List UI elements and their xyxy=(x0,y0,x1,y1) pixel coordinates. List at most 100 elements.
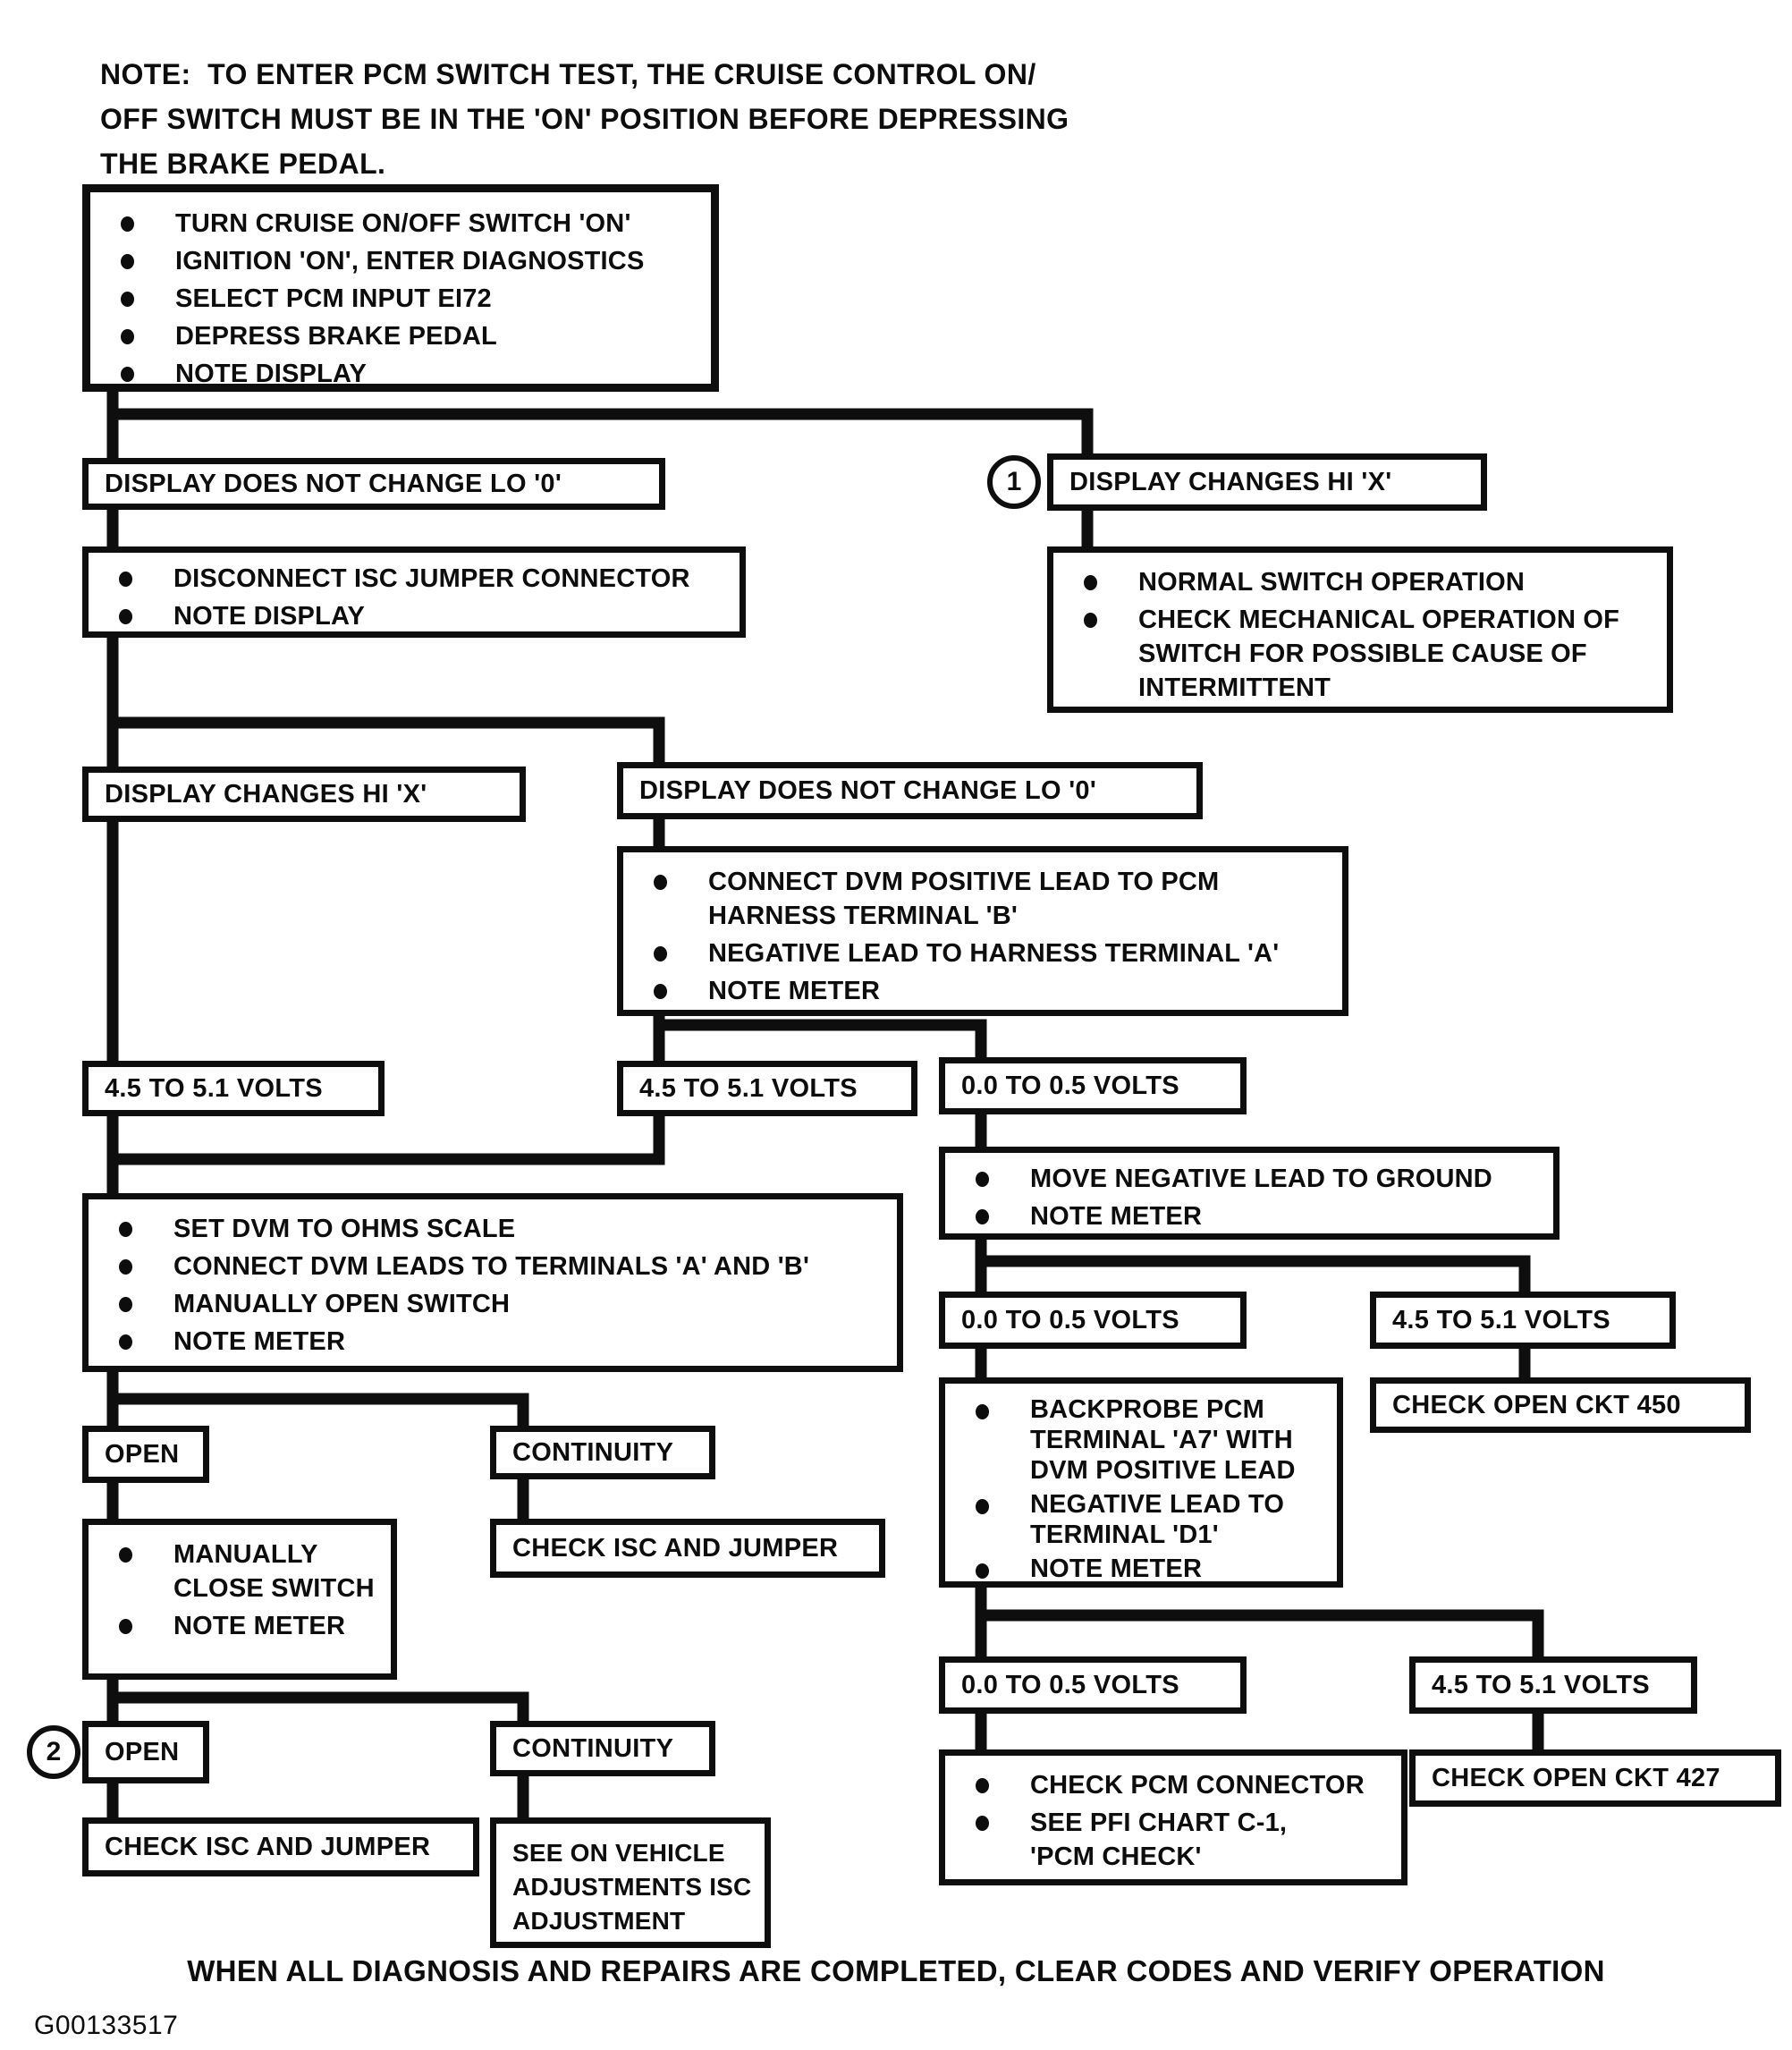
bullet-item: BACKPROBE PCM TERMINAL 'A7' WITH DVM POS… xyxy=(970,1394,1328,1486)
bullet-text: NORMAL SWITCH OPERATION xyxy=(1138,568,1526,597)
node-manually-close: MANUALLY CLOSE SWITCH NOTE METER xyxy=(82,1519,397,1680)
node-label: 0.0 TO 0.5 VOLTS xyxy=(961,1305,1179,1334)
bullet-text: BACKPROBE PCM TERMINAL 'A7' WITH DVM POS… xyxy=(1030,1395,1296,1485)
bullet-item: NOTE METER xyxy=(114,1325,888,1359)
bullet-icon xyxy=(976,1172,989,1187)
node-volts-low-3: 0.0 TO 0.5 VOLTS xyxy=(939,1656,1247,1714)
bullet-icon xyxy=(119,1297,132,1312)
node-volts-high-mid: 4.5 TO 5.1 VOLTS xyxy=(617,1061,917,1116)
node-display-changes-1: DISPLAY CHANGES HI 'X' xyxy=(1047,453,1487,511)
bullet-text: CHECK PCM CONNECTOR xyxy=(1030,1771,1365,1800)
node-label: DISPLAY DOES NOT CHANGE LO '0' xyxy=(639,775,1097,805)
node-set-dvm-ohms: SET DVM TO OHMS SCALE CONNECT DVM LEADS … xyxy=(82,1193,903,1372)
bullet-text: DISCONNECT ISC JUMPER CONNECTOR xyxy=(173,564,690,593)
bullet-text: MANUALLY OPEN SWITCH xyxy=(173,1290,511,1318)
figure-code: G00133517 xyxy=(34,2011,179,2040)
bullet-icon xyxy=(654,984,667,999)
bullet-item: NORMAL SWITCH OPERATION xyxy=(1078,565,1658,599)
node-volts-high-right-1: 4.5 TO 5.1 VOLTS xyxy=(1370,1292,1676,1349)
callout-2: 2 xyxy=(27,1725,80,1779)
node-check-isc-jumper-2: CHECK ISC AND JUMPER xyxy=(82,1817,479,1876)
footer-instruction: WHEN ALL DIAGNOSIS AND REPAIRS ARE COMPL… xyxy=(187,1954,1605,1987)
node-label: 4.5 TO 5.1 VOLTS xyxy=(1392,1305,1610,1334)
bullet-text: SELECT PCM INPUT EI72 xyxy=(175,284,492,313)
bullet-item: MOVE NEGATIVE LEAD TO GROUND xyxy=(970,1162,1544,1196)
node-label: 0.0 TO 0.5 VOLTS xyxy=(961,1670,1179,1699)
bullet-text: CONNECT DVM LEADS TO TERMINALS 'A' AND '… xyxy=(173,1252,810,1281)
node-normal-switch-operation: NORMAL SWITCH OPERATION CHECK MECHANICAL… xyxy=(1047,546,1673,713)
node-label: DISPLAY CHANGES HI 'X' xyxy=(105,779,427,809)
bullet-item: CONNECT DVM POSITIVE LEAD TO PCM HARNESS… xyxy=(648,865,1333,933)
node-start-steps: TURN CRUISE ON/OFF SWITCH 'ON' IGNITION … xyxy=(82,184,719,392)
node-label: 4.5 TO 5.1 VOLTS xyxy=(105,1073,323,1103)
bullet-text: MOVE NEGATIVE LEAD TO GROUND xyxy=(1030,1165,1492,1193)
bullet-icon xyxy=(976,1499,989,1514)
bullet-icon xyxy=(654,875,667,890)
bullet-item: MANUALLY OPEN SWITCH xyxy=(114,1287,888,1321)
bullet-item: NOTE DISPLAY xyxy=(114,599,731,633)
bullet-icon xyxy=(654,946,667,961)
bullet-text: NOTE METER xyxy=(173,1612,346,1640)
bullet-text: IGNITION 'ON', ENTER DIAGNOSTICS xyxy=(175,247,645,275)
bullet-icon xyxy=(1084,613,1097,628)
node-label: 4.5 TO 5.1 VOLTS xyxy=(1432,1670,1650,1699)
bullet-text: DEPRESS BRAKE PEDAL xyxy=(175,322,497,351)
node-label: SEE ON VEHICLE ADJUSTMENTS ISC ADJUSTMEN… xyxy=(512,1839,752,1935)
bullet-item: DEPRESS BRAKE PEDAL xyxy=(115,319,702,353)
bullet-text: NOTE METER xyxy=(1030,1554,1203,1583)
bullet-icon xyxy=(121,329,134,344)
bullet-icon xyxy=(119,1619,132,1634)
bullet-text: NOTE METER xyxy=(173,1327,346,1356)
node-label: DISPLAY CHANGES HI 'X' xyxy=(1069,467,1392,496)
bullet-text: NEGATIVE LEAD TO HARNESS TERMINAL 'A' xyxy=(708,939,1280,968)
bullet-icon xyxy=(119,1334,132,1350)
bullet-item: SELECT PCM INPUT EI72 xyxy=(115,282,702,316)
bullet-icon xyxy=(1084,575,1097,590)
bullet-text: MANUALLY CLOSE SWITCH xyxy=(173,1540,375,1603)
bullet-icon xyxy=(119,1222,132,1237)
node-open-1: OPEN xyxy=(82,1426,209,1483)
node-label: CONTINUITY xyxy=(512,1437,674,1467)
bullet-icon xyxy=(119,1259,132,1275)
node-continuity-2: CONTINUITY xyxy=(490,1721,715,1776)
node-label: OPEN xyxy=(105,1439,180,1469)
node-open-2: OPEN xyxy=(82,1721,209,1783)
bullet-icon xyxy=(976,1209,989,1224)
bullet-item: SEE PFI CHART C-1, 'PCM CHECK' xyxy=(970,1806,1392,1874)
bullet-item: IGNITION 'ON', ENTER DIAGNOSTICS xyxy=(115,244,702,278)
node-volts-high-right-2: 4.5 TO 5.1 VOLTS xyxy=(1409,1656,1697,1714)
bullet-item: NOTE METER xyxy=(114,1609,382,1643)
bullet-text: NOTE DISPLAY xyxy=(175,360,368,388)
node-display-no-change-2: DISPLAY DOES NOT CHANGE LO '0' xyxy=(617,762,1203,819)
bullet-icon xyxy=(121,216,134,232)
node-label: 4.5 TO 5.1 VOLTS xyxy=(639,1073,858,1103)
node-volts-low-1: 0.0 TO 0.5 VOLTS xyxy=(939,1057,1247,1114)
node-display-changes-2: DISPLAY CHANGES HI 'X' xyxy=(82,767,526,822)
node-see-adjustments: SEE ON VEHICLE ADJUSTMENTS ISC ADJUSTMEN… xyxy=(490,1817,771,1948)
bullet-item: NOTE DISPLAY xyxy=(115,357,702,391)
note-line-1-text: TO ENTER PCM SWITCH TEST, THE CRUISE CON… xyxy=(207,58,1036,90)
note-text: NOTE: TO ENTER PCM SWITCH TEST, THE CRUI… xyxy=(100,52,1069,186)
bullet-icon xyxy=(119,572,132,587)
bullet-item: SET DVM TO OHMS SCALE xyxy=(114,1212,888,1246)
bullet-text: NEGATIVE LEAD TO TERMINAL 'D1' xyxy=(1030,1490,1285,1549)
bullet-item: DISCONNECT ISC JUMPER CONNECTOR xyxy=(114,562,731,596)
node-volts-low-2: 0.0 TO 0.5 VOLTS xyxy=(939,1292,1247,1349)
node-move-negative-lead: MOVE NEGATIVE LEAD TO GROUND NOTE METER xyxy=(939,1147,1560,1240)
node-display-no-change-1: DISPLAY DOES NOT CHANGE LO '0' xyxy=(82,458,665,510)
bullet-item: NEGATIVE LEAD TO HARNESS TERMINAL 'A' xyxy=(648,936,1333,970)
bullet-text: NOTE METER xyxy=(1030,1202,1203,1231)
node-continuity-1: CONTINUITY xyxy=(490,1426,715,1479)
node-label: 0.0 TO 0.5 VOLTS xyxy=(961,1071,1179,1100)
bullet-icon xyxy=(119,609,132,624)
node-disconnect-isc: DISCONNECT ISC JUMPER CONNECTOR NOTE DIS… xyxy=(82,546,746,638)
note-line-2: OFF SWITCH MUST BE IN THE 'ON' POSITION … xyxy=(100,103,1069,135)
bullet-icon xyxy=(119,1547,132,1563)
node-volts-high-left: 4.5 TO 5.1 VOLTS xyxy=(82,1061,385,1116)
bullet-text: NOTE METER xyxy=(708,977,881,1005)
callout-1: 1 xyxy=(987,455,1041,509)
node-connect-dvm: CONNECT DVM POSITIVE LEAD TO PCM HARNESS… xyxy=(617,846,1348,1016)
bullet-icon xyxy=(121,367,134,382)
bullet-icon xyxy=(121,254,134,269)
bullet-text: NOTE DISPLAY xyxy=(173,602,366,631)
